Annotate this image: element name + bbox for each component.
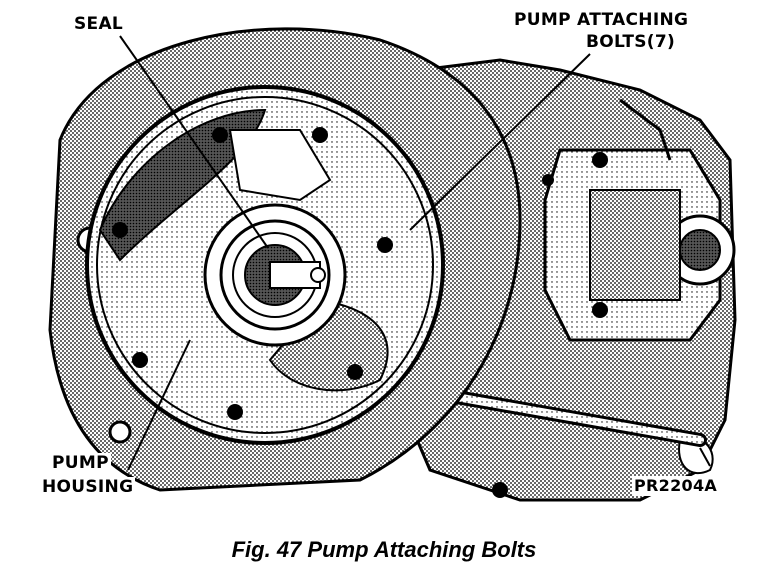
- leader-lines: [119, 35, 711, 471]
- pump-attaching-bolts-label-line1: PUMP ATTACHING: [512, 10, 691, 30]
- pump-bolt-heads: [112, 127, 393, 420]
- figure-code-label: PR2204A: [632, 476, 720, 496]
- seal: [203, 203, 347, 347]
- pump-housing-label-line2: HOUSING: [40, 477, 136, 497]
- seal-label: SEAL: [72, 14, 126, 34]
- pump-housing-label-line1: PUMP: [50, 453, 111, 473]
- figure-caption: Fig. 47 Pump Attaching Bolts: [231, 537, 537, 562]
- pump-attaching-bolts-label-line2: BOLTS(7): [584, 32, 678, 52]
